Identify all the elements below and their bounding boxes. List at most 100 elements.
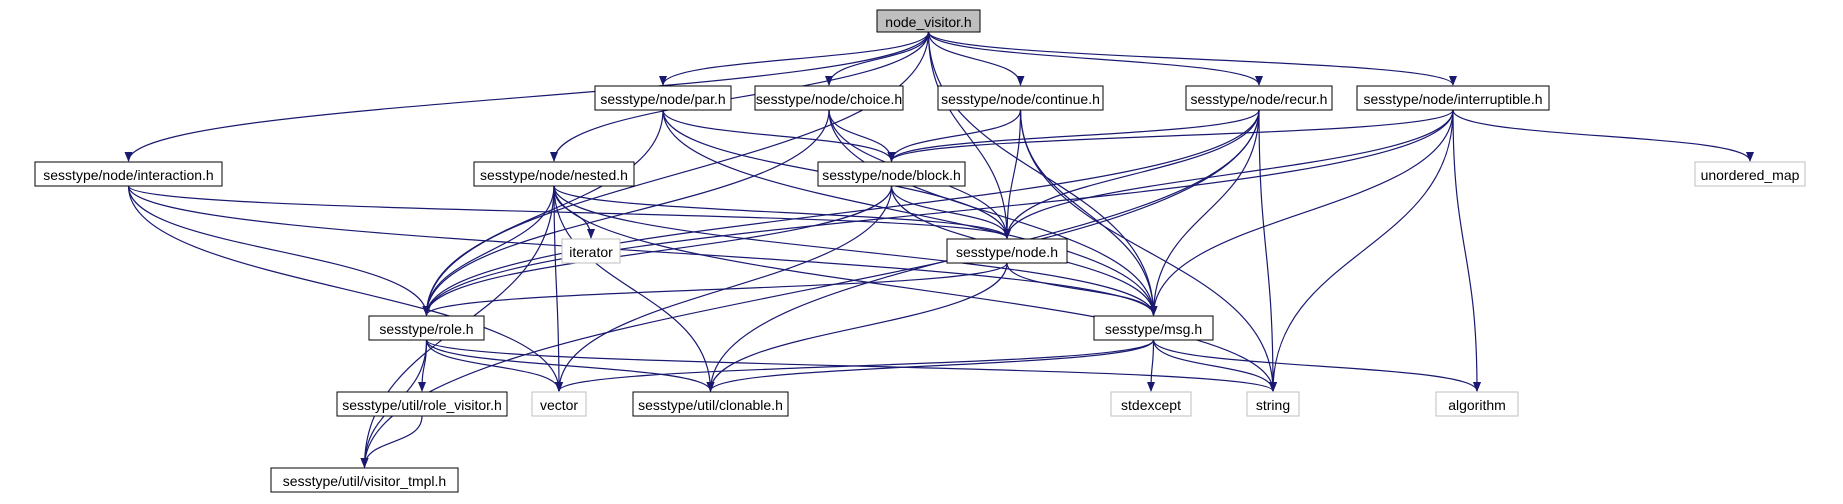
node-box-role: [368, 315, 485, 341]
node-interruptible[interactable]: sesstype/node/interruptible.h: [1356, 85, 1550, 111]
node-iterator: iterator: [561, 238, 621, 264]
node-box-par: [594, 85, 732, 111]
edge-root-to-node: [927, 31, 1011, 239]
node-label-par: sesstype/node/par.h: [600, 91, 725, 107]
node-label-interaction: sesstype/node/interaction.h: [43, 167, 213, 183]
edge-interruptible-to-role: [422, 109, 1454, 316]
edge-msg-to-string: [1152, 339, 1277, 392]
node-visitor_tmpl[interactable]: sesstype/util/visitor_tmpl.h: [270, 467, 459, 493]
edge-root-to-par: [659, 31, 930, 86]
edge-interruptible-to-block: [887, 109, 1454, 162]
node-label-role: sesstype/role.h: [379, 321, 473, 337]
edge-nested-to-msg: [553, 185, 1158, 316]
edge-interaction-to-msg: [127, 185, 1158, 316]
edge-interaction-to-vector: [127, 185, 563, 392]
node-continue[interactable]: sesstype/node/continue.h: [937, 85, 1104, 111]
edge-recur-to-node: [1003, 109, 1260, 239]
node-label-iterator: iterator: [569, 244, 613, 260]
node-box-unordered_map: [1694, 161, 1806, 187]
node-role[interactable]: sesstype/role.h: [368, 315, 485, 341]
node-choice[interactable]: sesstype/node/choice.h: [754, 85, 904, 111]
node-interaction[interactable]: sesstype/node/interaction.h: [34, 161, 223, 187]
node-box-recur: [1185, 85, 1333, 111]
node-box-node: [946, 238, 1068, 264]
edge-root-to-msg: [927, 31, 1158, 316]
edge-block-to-node: [890, 185, 1011, 239]
node-par[interactable]: sesstype/node/par.h: [594, 85, 732, 111]
node-box-stdexcept: [1110, 391, 1192, 417]
edge-nested-to-vector: [553, 185, 563, 392]
edge-root-to-continue: [927, 31, 1025, 86]
edges-layer: [124, 31, 1754, 468]
edge-node-to-role: [422, 262, 1008, 316]
node-box-string: [1246, 391, 1300, 417]
node-label-root: node_visitor.h: [885, 14, 971, 30]
node-box-continue: [937, 85, 1104, 111]
edge-interruptible-to-node: [1003, 109, 1454, 239]
node-box-interruptible: [1356, 85, 1550, 111]
node-block[interactable]: sesstype/node/block.h: [817, 161, 966, 187]
edge-choice-to-msg: [828, 109, 1158, 316]
node-box-algorithm: [1435, 391, 1519, 417]
node-label-clonable: sesstype/util/clonable.h: [638, 397, 783, 413]
node-box-choice: [754, 85, 904, 111]
edge-continue-to-string: [1019, 109, 1277, 392]
node-box-clonable: [632, 391, 789, 417]
node-label-algorithm: algorithm: [1448, 397, 1506, 413]
nodes-layer: node_visitor.h sesstype/node/par.h sesstyp…: [34, 9, 1806, 493]
node-box-vector: [531, 391, 587, 417]
node-box-iterator: [561, 238, 621, 264]
edge-recur-to-msg: [1149, 109, 1260, 316]
node-label-unordered_map: unordered_map: [1701, 167, 1800, 183]
node-box-nested: [473, 161, 635, 187]
node-recur[interactable]: sesstype/node/recur.h: [1185, 85, 1333, 111]
node-nested[interactable]: sesstype/node/nested.h: [473, 161, 635, 187]
node-label-vector: vector: [540, 397, 578, 413]
node-label-continue: sesstype/node/continue.h: [941, 91, 1100, 107]
edge-node-to-msg: [1006, 262, 1158, 316]
edge-root-to-interruptible: [927, 31, 1457, 86]
node-label-recur: sesstype/node/recur.h: [1191, 91, 1328, 107]
edge-par-to-msg: [662, 109, 1158, 316]
edge-root-to-recur: [927, 31, 1263, 86]
node-string: string: [1246, 391, 1300, 417]
node-vector: vector: [531, 391, 587, 417]
edge-nested-to-clonable: [553, 185, 715, 392]
node-label-interruptible: sesstype/node/interruptible.h: [1364, 91, 1543, 107]
node-box-role_visitor: [336, 391, 508, 417]
node-msg[interactable]: sesstype/msg.h: [1093, 315, 1214, 341]
node-box-msg: [1093, 315, 1214, 341]
node-root[interactable]: node_visitor.h: [876, 9, 981, 33]
node-stdexcept: stdexcept: [1110, 391, 1192, 417]
edge-recur-to-block: [887, 109, 1260, 162]
node-label-block: sesstype/node/block.h: [822, 167, 961, 183]
edge-nested-to-node: [553, 185, 1011, 239]
node-algorithm: algorithm: [1435, 391, 1519, 417]
edge-nested-to-string: [553, 185, 1277, 392]
edge-role-to-clonable: [425, 339, 715, 392]
edge-interruptible-to-algorithm: [1452, 109, 1481, 392]
edge-msg-to-algorithm: [1152, 339, 1481, 392]
edge-role-to-string: [425, 339, 1277, 392]
edge-block-to-role: [422, 185, 893, 316]
node-label-choice: sesstype/node/choice.h: [756, 91, 902, 107]
node-box-interaction: [34, 161, 223, 187]
edge-interruptible-to-msg: [1149, 109, 1454, 316]
edge-nested-to-role: [422, 185, 555, 316]
edge-choice-to-role: [422, 109, 830, 316]
node-label-node: sesstype/node.h: [956, 244, 1058, 260]
node-box-visitor_tmpl: [270, 467, 459, 493]
node-role_visitor[interactable]: sesstype/util/role_visitor.h: [336, 391, 508, 417]
edge-msg-to-vector: [555, 339, 1155, 392]
edge-node-to-clonable: [706, 262, 1008, 392]
edge-interruptible-to-string: [1269, 109, 1454, 392]
node-node[interactable]: sesstype/node.h: [946, 238, 1068, 264]
node-label-role_visitor: sesstype/util/role_visitor.h: [342, 397, 502, 413]
edge-continue-to-block: [887, 109, 1022, 162]
node-label-msg: sesstype/msg.h: [1105, 321, 1202, 337]
edge-interaction-to-role: [127, 185, 431, 316]
node-box-block: [817, 161, 966, 187]
edge-role-to-vector: [425, 339, 563, 392]
node-clonable[interactable]: sesstype/util/clonable.h: [632, 391, 789, 417]
